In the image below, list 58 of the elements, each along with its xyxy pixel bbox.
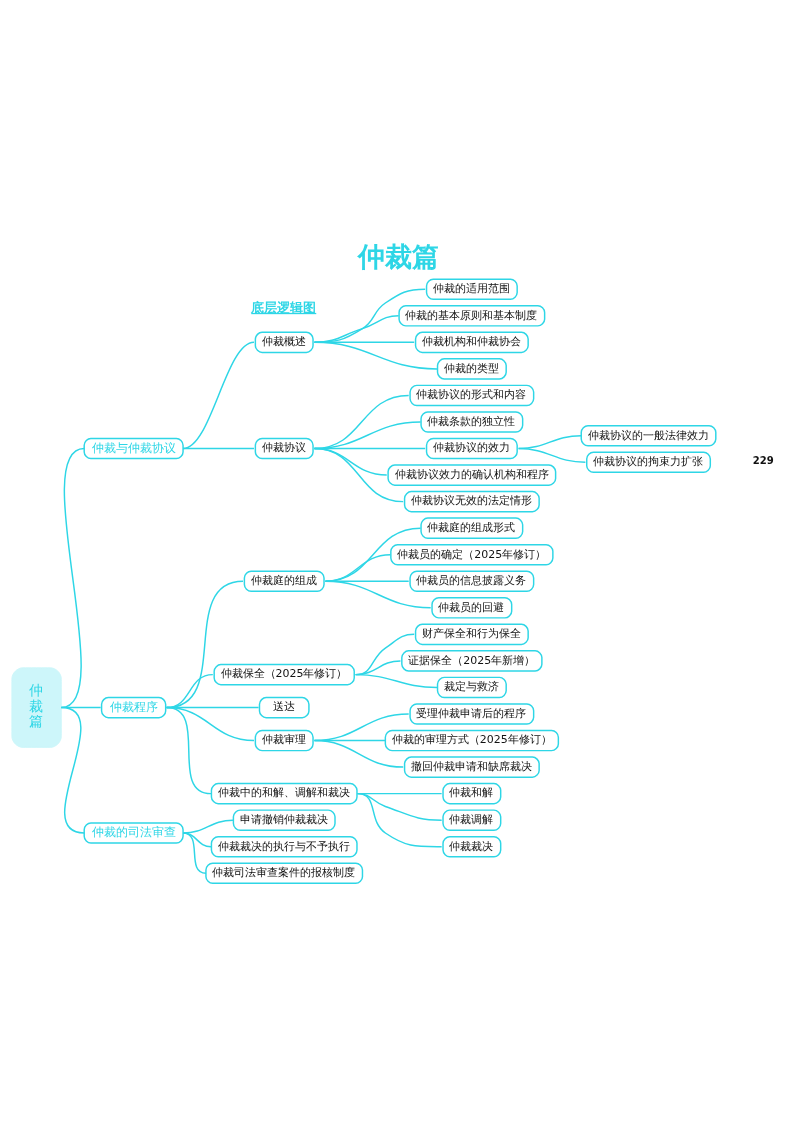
connector [182, 341, 255, 449]
connector [324, 553, 392, 582]
node-box: 仲裁条款的独立性 [420, 410, 524, 433]
connector [165, 706, 212, 794]
node-box: 仲裁协议的拘束力扩张 [586, 450, 712, 473]
node-box: 仲裁中的和解、调解和裁决 [210, 782, 358, 804]
node-box: 仲裁裁决 [442, 835, 502, 857]
node-box: 仲裁的司法审查 [83, 821, 184, 844]
node-box: 仲裁程序 [100, 696, 167, 718]
node-box: 仲裁的审理方式（2025年修订） [384, 729, 560, 751]
connector [354, 673, 438, 688]
node-box: 仲裁审理 [254, 729, 314, 751]
connector [313, 341, 438, 370]
node-box: 仲裁庭的组成形式 [420, 516, 524, 539]
connector [313, 447, 404, 502]
node-box: 仲裁的类型 [436, 357, 507, 380]
connector [313, 739, 404, 768]
node-box: 仲裁的基本原则和基本制度 [398, 304, 546, 327]
connector [182, 831, 207, 874]
node-box: 仲裁协议的形式和内容 [409, 384, 535, 406]
connector [60, 706, 85, 834]
node-box: 仲裁司法审查案件的报核制度 [205, 861, 364, 884]
node-box: 裁定与救济 [436, 676, 507, 698]
node-box: 受理仲裁申请后的程序 [409, 702, 535, 725]
node-box: 仲裁协议 [254, 437, 314, 459]
node-box: 仲裁协议无效的法定情形 [403, 490, 540, 512]
node-box: 仲裁员的信息披露义务 [409, 569, 535, 592]
node-box: 送达 [258, 696, 310, 718]
connector [356, 792, 443, 847]
connector [182, 818, 234, 834]
node-box: 仲裁保全（2025年修订） [213, 663, 355, 685]
node-box: 仲裁篇 [11, 666, 62, 748]
node-box: 仲裁概述 [254, 331, 314, 353]
connector [313, 288, 426, 343]
node-box: 申请撤销仲裁裁决 [232, 808, 336, 831]
node-box: 仲裁协议的效力 [425, 437, 518, 459]
connector [324, 526, 422, 582]
node-box: 证据保全（2025年新增） [401, 649, 543, 672]
diagram-title: 仲裁篇 [358, 240, 440, 272]
node-box: 仲裁与仲裁协议 [83, 437, 184, 459]
connector [313, 314, 400, 343]
node-box: 仲裁和解 [442, 782, 502, 804]
label: 底层逻辑图 [251, 299, 317, 315]
connector [324, 580, 432, 609]
label: 229 [752, 454, 774, 466]
node-box: 仲裁机构和仲裁协会 [414, 331, 529, 353]
node-box: 仲裁的适用范围 [425, 277, 518, 300]
node-box: 仲裁裁决的执行与不予执行 [210, 835, 358, 857]
connector [182, 447, 255, 449]
node-box: 仲裁调解 [442, 808, 502, 831]
node-box: 仲裁员的回避 [431, 596, 513, 619]
node-box: 撤回仲裁申请和缺席裁决 [403, 755, 540, 778]
node-box: 仲裁协议效力的确认机构和程序 [387, 463, 557, 486]
node-box: 仲裁庭的组成 [243, 569, 325, 592]
node-box: 仲裁员的确定（2025年修订） [390, 543, 554, 565]
connector [517, 447, 587, 463]
node-box: 仲裁协议的一般法律效力 [580, 424, 717, 447]
node-box: 财产保全和行为保全 [414, 623, 529, 645]
